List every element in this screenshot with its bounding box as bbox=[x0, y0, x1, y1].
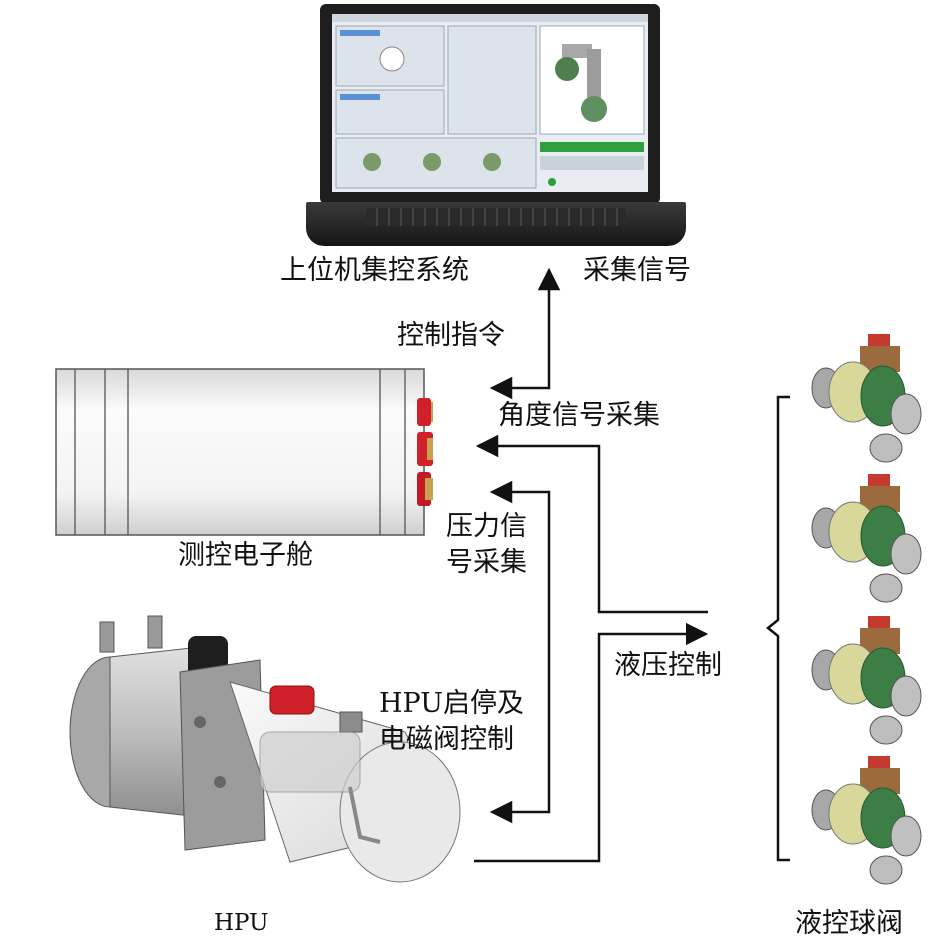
hpu-unit-icon bbox=[60, 612, 470, 892]
control-command-label: 控制指令 bbox=[397, 320, 505, 351]
ball-valve-icon bbox=[798, 470, 923, 610]
hydraulic-link bbox=[474, 622, 709, 863]
pressure-hpu-link bbox=[489, 480, 551, 824]
laptop-icon bbox=[306, 4, 686, 250]
hpu-label: HPU bbox=[214, 910, 269, 936]
host-system-label: 上位机集控系统 bbox=[280, 255, 469, 286]
electronic-cabin-icon bbox=[55, 368, 433, 538]
hpu-control-label-2: 电磁阀控制 bbox=[379, 724, 514, 755]
host-cabin-link bbox=[489, 267, 561, 400]
pressure-signal-label-1: 压力信 bbox=[446, 511, 527, 542]
cabin-label: 测控电子舱 bbox=[178, 540, 313, 571]
ball-valves-label: 液控球阀 bbox=[795, 908, 903, 939]
hpu-control-label-1: HPU启停及 bbox=[379, 688, 524, 719]
ball-valve-icon bbox=[798, 752, 923, 892]
pressure-signal-label-2: 号采集 bbox=[446, 547, 527, 578]
ball-valve-icon bbox=[798, 612, 923, 752]
hydraulic-control-label: 液压控制 bbox=[614, 650, 722, 681]
angle-signal-link bbox=[475, 434, 708, 614]
valve-group-bracket bbox=[765, 395, 790, 862]
collect-signal-label: 采集信号 bbox=[583, 255, 691, 286]
angle-signal-label: 角度信号采集 bbox=[498, 400, 660, 431]
ball-valve-icon bbox=[798, 330, 923, 470]
